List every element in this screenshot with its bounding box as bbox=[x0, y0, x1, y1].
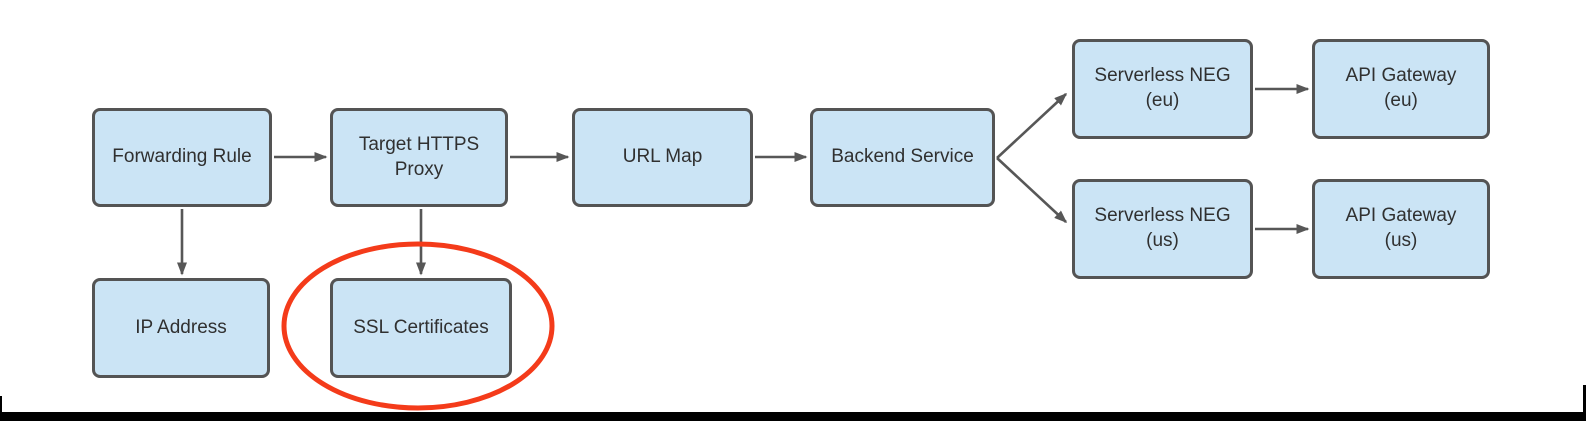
node-label: API Gateway (us) bbox=[1345, 205, 1457, 251]
node-url-map: URL Map bbox=[572, 108, 753, 207]
node-label: IP Address bbox=[135, 316, 227, 338]
node-label: API Gateway (eu) bbox=[1345, 65, 1457, 111]
node-api-gateway-us: API Gateway (us) bbox=[1312, 179, 1490, 279]
node-label: Serverless NEG (us) bbox=[1094, 205, 1231, 251]
node-backend-service: Backend Service bbox=[810, 108, 995, 207]
window-edge-right bbox=[1583, 385, 1586, 421]
node-label: Forwarding Rule bbox=[112, 146, 252, 168]
node-ssl-certificates: SSL Certificates bbox=[330, 278, 512, 378]
window-edge-left bbox=[0, 396, 2, 421]
node-label: URL Map bbox=[622, 146, 703, 168]
node-label: Serverless NEG (eu) bbox=[1094, 65, 1231, 111]
window-edge-bottom bbox=[0, 412, 1586, 421]
node-label: Target HTTPS Proxy bbox=[358, 133, 480, 180]
node-label: Backend Service bbox=[831, 146, 974, 168]
node-target-https-proxy: Target HTTPS Proxy bbox=[330, 108, 508, 207]
node-serverless-neg-eu: Serverless NEG (eu) bbox=[1072, 39, 1253, 139]
node-api-gateway-eu: API Gateway (eu) bbox=[1312, 39, 1490, 139]
edge-backend-service-to-serverless-neg-eu bbox=[996, 92, 1068, 159]
node-ip-address: IP Address bbox=[92, 278, 270, 378]
node-forwarding-rule: Forwarding Rule bbox=[92, 108, 272, 207]
node-serverless-neg-us: Serverless NEG (us) bbox=[1072, 179, 1253, 279]
edge-backend-service-to-serverless-neg-us bbox=[996, 157, 1068, 224]
node-label: SSL Certificates bbox=[353, 316, 489, 338]
